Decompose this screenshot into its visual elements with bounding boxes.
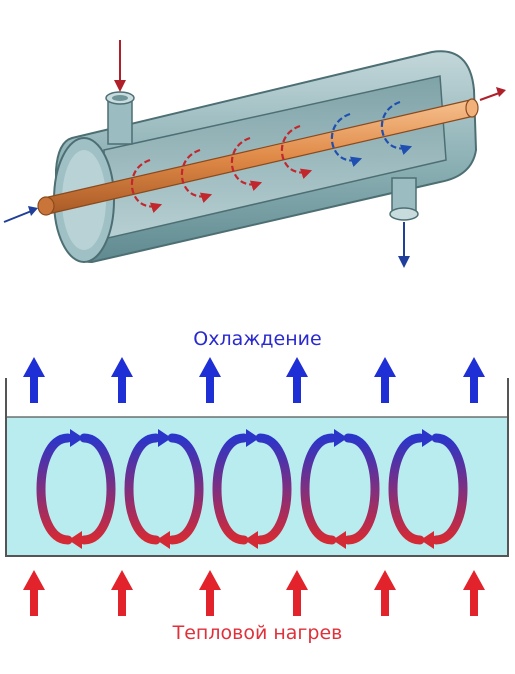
cold-arrow-up-icon bbox=[199, 357, 221, 403]
circulation-left-arc bbox=[300, 433, 337, 545]
circulation-arrow-icon bbox=[332, 531, 346, 549]
inlet-nozzle bbox=[105, 91, 135, 145]
convection-cells bbox=[36, 429, 468, 549]
heat-exchanger-illustration bbox=[3, 40, 506, 268]
cold-arrow-up-icon bbox=[374, 357, 396, 403]
circulation-left-arc bbox=[388, 433, 425, 545]
circulation-right-arc bbox=[431, 433, 468, 545]
copper-tube bbox=[37, 98, 479, 216]
tube-inlet-arrow bbox=[3, 206, 38, 223]
circulation-right-arc bbox=[167, 433, 204, 545]
heating-arrows bbox=[23, 570, 485, 616]
circulation-right-arc bbox=[79, 433, 116, 545]
hot-arrow-up-icon bbox=[463, 570, 485, 616]
outlet-flow-arrow bbox=[398, 222, 410, 268]
circulation-right-arc bbox=[255, 433, 292, 545]
circulation-left-arc bbox=[212, 433, 249, 545]
swirl-flow-arrows bbox=[130, 100, 413, 213]
cooling-label: Охлаждение bbox=[193, 328, 322, 350]
circulation-right-arc bbox=[343, 433, 380, 545]
circulation-arrow-icon bbox=[70, 429, 84, 447]
cooling-arrows bbox=[23, 357, 485, 403]
hot-arrow-up-icon bbox=[111, 570, 133, 616]
hot-arrow-up-icon bbox=[374, 570, 396, 616]
cold-arrow-up-icon bbox=[111, 357, 133, 403]
inlet-flow-arrow bbox=[114, 40, 126, 92]
circulation-arrow-icon bbox=[246, 429, 260, 447]
cold-arrow-up-icon bbox=[23, 357, 45, 403]
heating-label: Тепловой нагрев bbox=[172, 622, 343, 644]
tube-outlet-arrow bbox=[479, 87, 506, 101]
circulation-arrow-icon bbox=[158, 429, 172, 447]
convection-diagram bbox=[5, 357, 509, 616]
container-walls bbox=[5, 378, 509, 557]
circulation-arrow-icon bbox=[156, 531, 170, 549]
circulation-arrow-icon bbox=[334, 429, 348, 447]
cold-arrow-up-icon bbox=[286, 357, 308, 403]
circulation-arrow-icon bbox=[68, 531, 82, 549]
hot-arrow-up-icon bbox=[286, 570, 308, 616]
hot-arrow-up-icon bbox=[199, 570, 221, 616]
circulation-arrow-icon bbox=[422, 429, 436, 447]
outlet-nozzle bbox=[389, 177, 419, 221]
circulation-left-arc bbox=[36, 433, 73, 545]
circulation-left-arc bbox=[124, 433, 161, 545]
circulation-arrow-icon bbox=[420, 531, 434, 549]
cold-arrow-up-icon bbox=[463, 357, 485, 403]
hot-arrow-up-icon bbox=[23, 570, 45, 616]
circulation-arrow-icon bbox=[244, 531, 258, 549]
